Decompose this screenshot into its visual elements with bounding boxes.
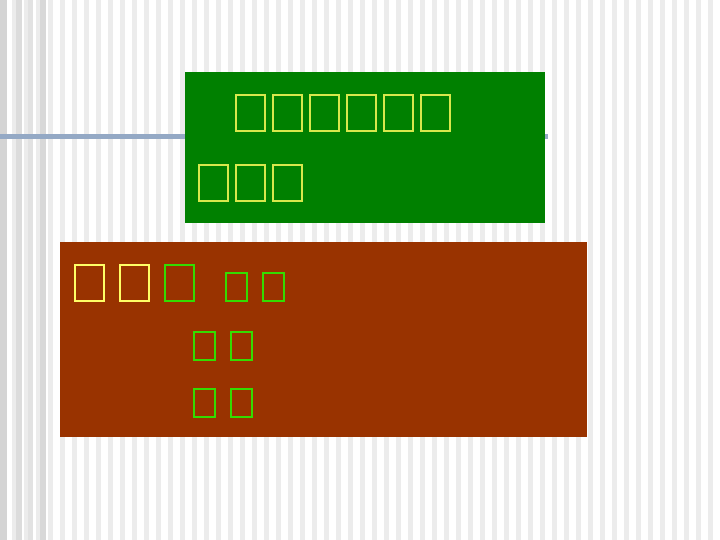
content-row-1: □□□ □□	[74, 264, 299, 302]
content-glyph	[193, 331, 216, 361]
title-glyph	[346, 94, 377, 132]
title-line-1: □□□□□□	[235, 94, 451, 132]
content-glyph	[193, 388, 216, 418]
content-glyph	[74, 264, 105, 302]
title-glyph	[272, 94, 303, 132]
content-box: □□□ □□ □□ □□	[60, 242, 587, 437]
content-glyph	[119, 264, 150, 302]
content-glyph	[230, 388, 253, 418]
content-glyph	[230, 331, 253, 361]
content-row-2: □□	[193, 331, 267, 361]
title-glyph	[309, 94, 340, 132]
title-glyph	[383, 94, 414, 132]
content-glyph	[262, 272, 285, 302]
title-glyph	[420, 94, 451, 132]
title-glyph	[198, 164, 229, 202]
content-glyph	[164, 264, 195, 302]
title-glyph	[235, 94, 266, 132]
title-line-2: □□□	[198, 164, 303, 202]
content-glyph	[225, 272, 248, 302]
title-box: □□□□□□ □□□	[185, 72, 545, 223]
content-row-3: □□	[193, 388, 267, 418]
title-glyph	[272, 164, 303, 202]
title-glyph	[235, 164, 266, 202]
